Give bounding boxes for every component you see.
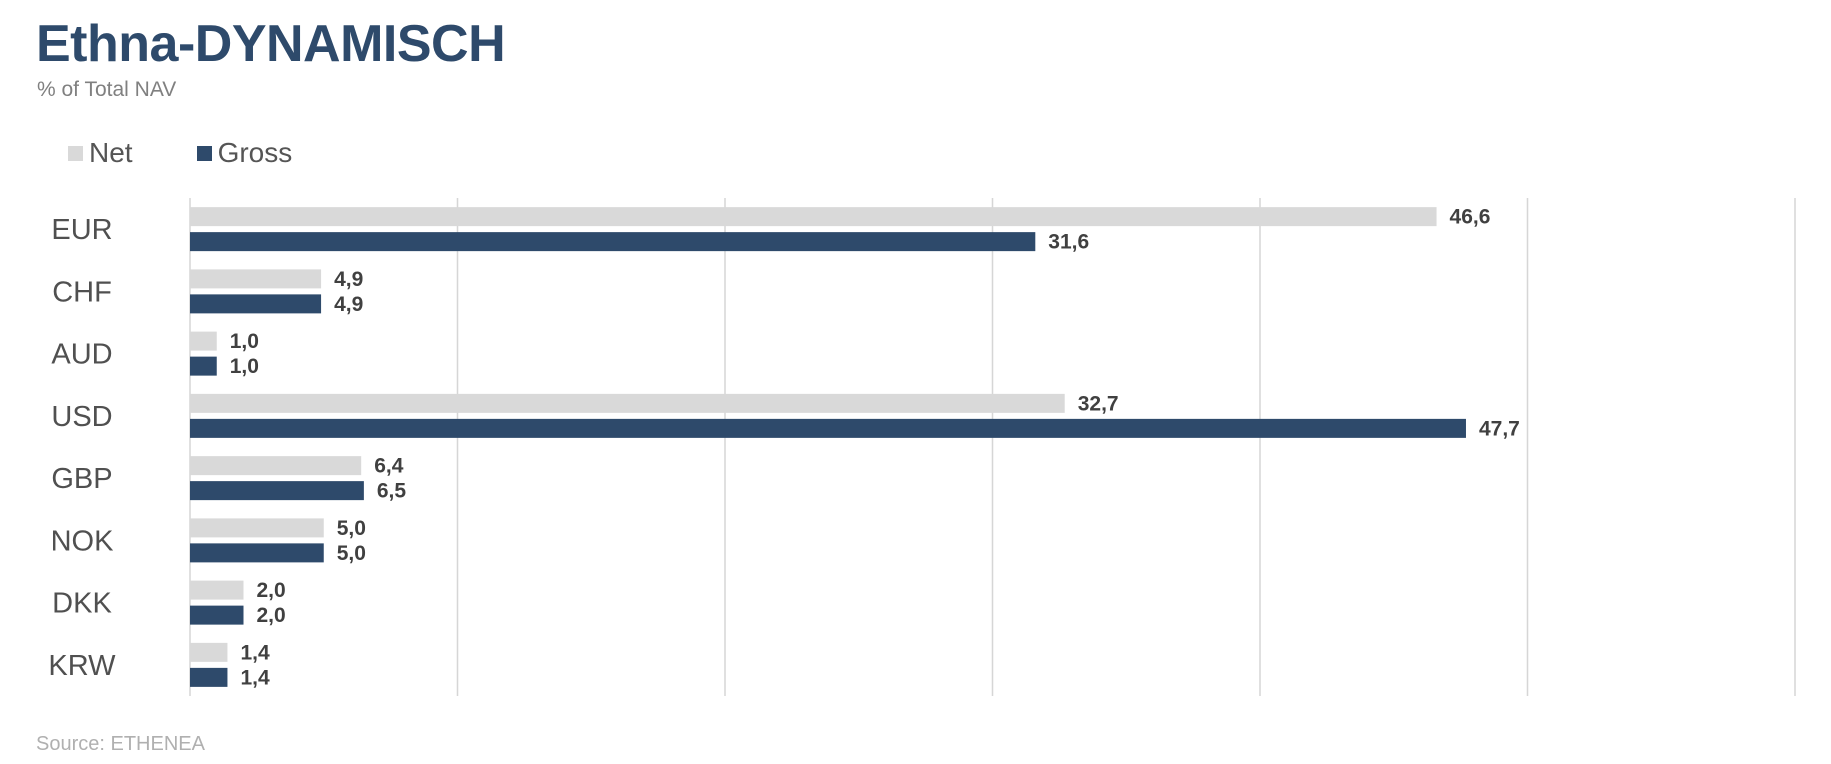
category-label: DKK bbox=[52, 588, 112, 620]
data-label-gross: 5,0 bbox=[337, 542, 366, 565]
bar-net bbox=[190, 207, 1437, 227]
category-label: GBP bbox=[51, 463, 112, 495]
category-label: CHF bbox=[52, 276, 112, 308]
data-label-net: 4,9 bbox=[334, 268, 363, 291]
bar-net bbox=[190, 642, 228, 662]
legend: Net Gross bbox=[68, 137, 356, 169]
legend-swatch-gross bbox=[196, 145, 212, 161]
category-label: EUR bbox=[51, 214, 112, 246]
bar-gross bbox=[190, 356, 217, 376]
data-label-gross: 2,0 bbox=[257, 604, 286, 627]
bar-gross bbox=[190, 418, 1466, 438]
data-label-net: 6,4 bbox=[374, 455, 404, 478]
bar-net bbox=[190, 518, 324, 538]
bar-net bbox=[190, 331, 217, 351]
data-label-gross: 1,0 bbox=[230, 355, 259, 378]
bar-gross bbox=[190, 543, 324, 563]
bar-net bbox=[190, 580, 244, 600]
bar-gross bbox=[190, 232, 1036, 252]
category-label: USD bbox=[51, 401, 112, 433]
source-note: Source: ETHENEA bbox=[36, 733, 205, 755]
legend-label-net: Net bbox=[89, 137, 133, 168]
data-label-net: 5,0 bbox=[337, 517, 366, 540]
data-label-net: 1,4 bbox=[240, 641, 270, 664]
bar-net bbox=[190, 456, 362, 476]
data-label-gross: 47,7 bbox=[1479, 417, 1520, 440]
bar-gross bbox=[190, 605, 244, 625]
legend-swatch-net bbox=[68, 145, 83, 161]
data-label-net: 2,0 bbox=[257, 579, 286, 602]
bar-net bbox=[190, 269, 322, 289]
category-label: NOK bbox=[51, 525, 115, 557]
data-label-net: 32,7 bbox=[1078, 392, 1119, 415]
data-label-gross: 4,9 bbox=[334, 293, 363, 316]
data-label-gross: 1,4 bbox=[240, 666, 270, 689]
bar-gross bbox=[190, 667, 228, 687]
legend-item-gross: Gross bbox=[196, 137, 293, 169]
bar-gross bbox=[190, 294, 322, 314]
chart-title: Ethna-DYNAMISCH bbox=[36, 15, 506, 73]
chart-subtitle: % of Total NAV bbox=[37, 78, 177, 101]
data-label-gross: 6,5 bbox=[377, 480, 407, 503]
data-label-gross: 31,6 bbox=[1048, 231, 1089, 254]
legend-item-net: Net bbox=[68, 137, 133, 169]
data-label-net: 46,6 bbox=[1450, 206, 1491, 229]
bar-gross bbox=[190, 481, 364, 501]
legend-label-gross: Gross bbox=[217, 137, 293, 168]
data-label-net: 1,0 bbox=[230, 330, 259, 353]
bar-net bbox=[190, 393, 1065, 413]
category-label: KRW bbox=[48, 650, 116, 682]
category-label: AUD bbox=[51, 339, 112, 371]
